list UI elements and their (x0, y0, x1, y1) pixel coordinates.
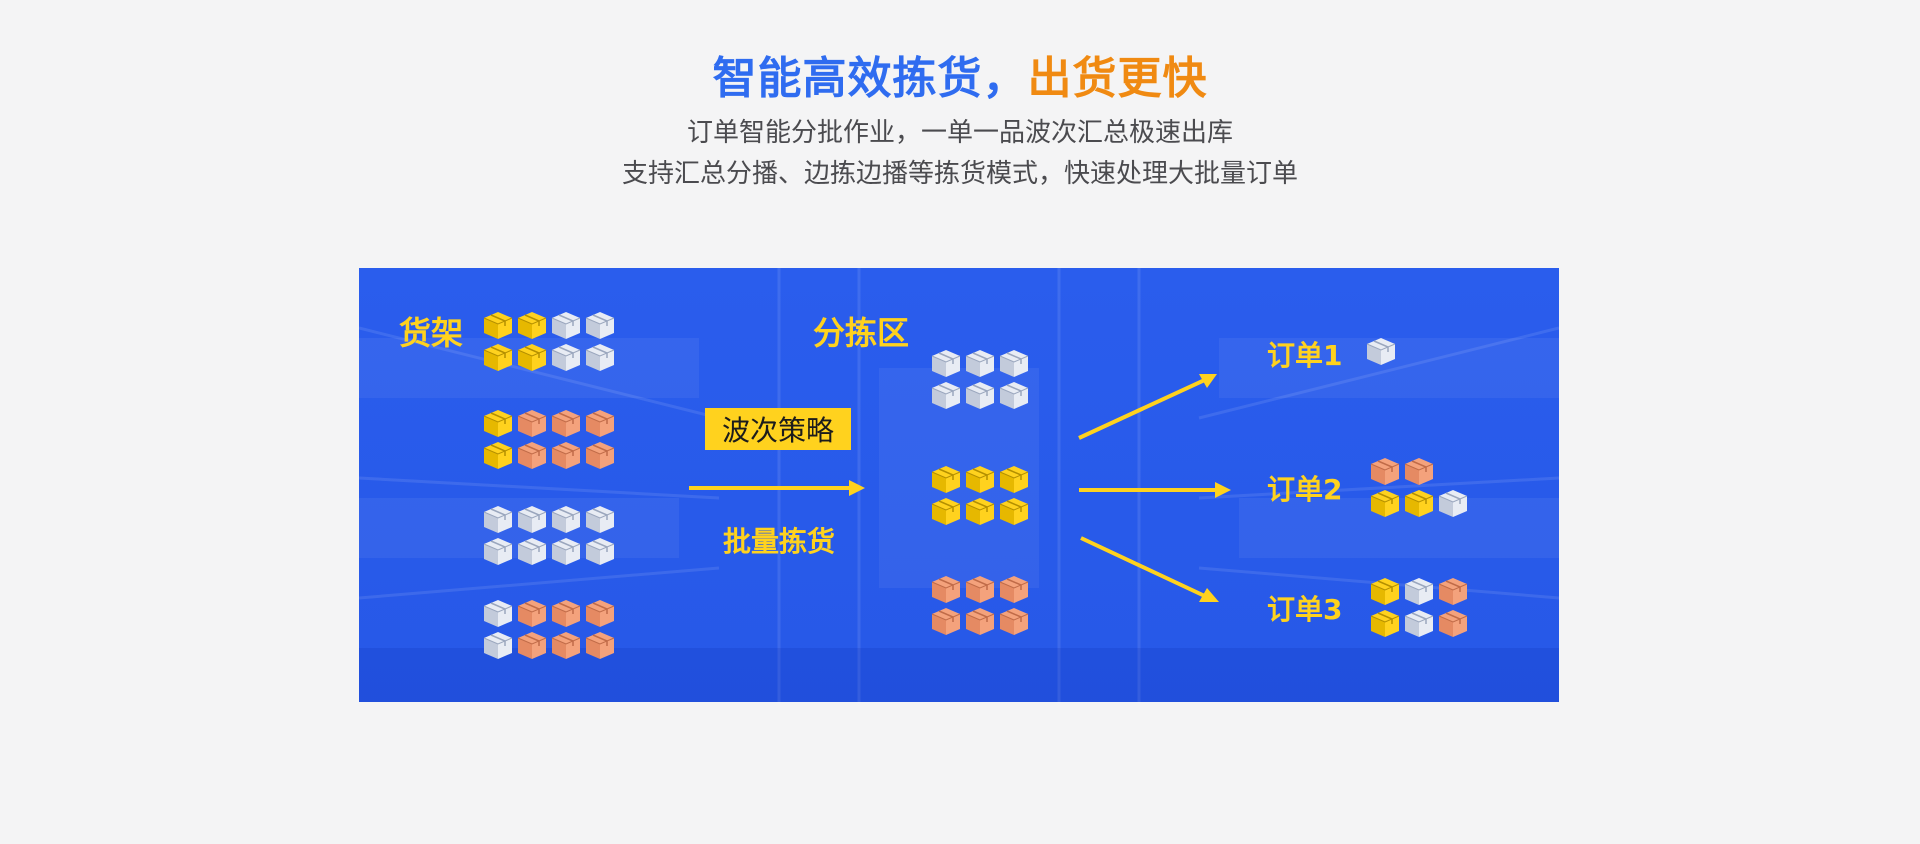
white-box-icon (482, 598, 514, 628)
white-box-icon (1403, 608, 1435, 638)
title-part-orange: 出货更快 (1027, 53, 1208, 104)
shelf-label: 货架 (399, 314, 464, 352)
white-box-icon (550, 310, 582, 340)
yellow-box-icon (964, 464, 996, 494)
yellow-box-icon (1369, 488, 1401, 518)
white-box-icon (584, 342, 616, 372)
order-2-boxes (1369, 456, 1469, 518)
orange-box-icon (516, 598, 548, 628)
orange-box-icon (998, 606, 1030, 636)
orange-box-icon (550, 598, 582, 628)
white-box-icon (516, 536, 548, 566)
yellow-box-icon (998, 496, 1030, 526)
white-box-icon (1437, 488, 1469, 518)
zone-group-orange (930, 574, 1030, 636)
white-box-icon (930, 380, 962, 410)
sorting-zone-label: 分拣区 (813, 314, 910, 352)
zone-group-yellow (930, 464, 1030, 526)
white-box-icon (516, 504, 548, 534)
white-box-icon (998, 380, 1030, 410)
title-part-blue: 智能高效拣货， (712, 53, 1028, 104)
white-box-icon (482, 630, 514, 660)
shelf-group-3 (482, 504, 616, 566)
warehouse-background (359, 268, 1559, 702)
orange-box-icon (516, 630, 548, 660)
white-box-icon (930, 348, 962, 378)
subtitle-line-2: 支持汇总分播、边拣边播等拣货模式，快速处理大批量订单 (621, 159, 1298, 189)
orange-box-icon (550, 440, 582, 470)
white-box-icon (482, 536, 514, 566)
empty-slot (1437, 456, 1469, 486)
order-1-label: 订单1 (1267, 339, 1343, 372)
white-box-icon (584, 310, 616, 340)
order-3-boxes (1369, 576, 1469, 638)
warehouse-diagram-banner: 货架 分拣区 波次策略 批量拣货 订单1 订单2 订单3 (359, 268, 1559, 702)
wave-strategy-badge: 波次策略 (705, 408, 851, 450)
orange-box-icon (930, 606, 962, 636)
orange-box-icon (516, 440, 548, 470)
yellow-box-icon (1403, 488, 1435, 518)
yellow-box-icon (930, 496, 962, 526)
orange-box-icon (1403, 456, 1435, 486)
white-box-icon (1365, 336, 1397, 366)
yellow-box-icon (930, 464, 962, 494)
yellow-box-icon (964, 496, 996, 526)
orange-box-icon (584, 598, 616, 628)
page-title: 智能高效拣货，出货更快 (0, 42, 1920, 106)
shelf-group-1 (482, 310, 616, 372)
yellow-box-icon (516, 310, 548, 340)
zone-group-white (930, 348, 1030, 410)
orange-box-icon (550, 408, 582, 438)
shelf-group-2 (482, 408, 616, 470)
yellow-box-icon (998, 464, 1030, 494)
yellow-box-icon (1369, 608, 1401, 638)
white-box-icon (584, 504, 616, 534)
orange-box-icon (1437, 608, 1469, 638)
order-1-boxes (1365, 336, 1397, 366)
white-box-icon (998, 348, 1030, 378)
yellow-box-icon (482, 310, 514, 340)
yellow-box-icon (482, 440, 514, 470)
order-3-label: 订单3 (1267, 593, 1343, 626)
white-box-icon (550, 342, 582, 372)
white-box-icon (1403, 576, 1435, 606)
orange-box-icon (550, 630, 582, 660)
white-box-icon (550, 504, 582, 534)
shelf-group-4 (482, 598, 616, 660)
white-box-icon (550, 536, 582, 566)
white-box-icon (964, 380, 996, 410)
orange-box-icon (584, 630, 616, 660)
white-box-icon (584, 536, 616, 566)
orange-box-icon (516, 408, 548, 438)
yellow-box-icon (1369, 576, 1401, 606)
orange-box-icon (964, 606, 996, 636)
orange-box-icon (1437, 576, 1469, 606)
yellow-box-icon (482, 342, 514, 372)
orange-box-icon (584, 440, 616, 470)
subtitle-line-1: 订单智能分批作业，一单一品波次汇总极速出库 (686, 118, 1233, 148)
orange-box-icon (1369, 456, 1401, 486)
orange-box-icon (930, 574, 962, 604)
orange-box-icon (584, 408, 616, 438)
batch-picking-label: 批量拣货 (723, 525, 836, 558)
yellow-box-icon (516, 342, 548, 372)
orange-box-icon (998, 574, 1030, 604)
white-box-icon (482, 504, 514, 534)
yellow-box-icon (482, 408, 514, 438)
order-2-label: 订单2 (1267, 473, 1343, 506)
orange-box-icon (964, 574, 996, 604)
white-box-icon (964, 348, 996, 378)
